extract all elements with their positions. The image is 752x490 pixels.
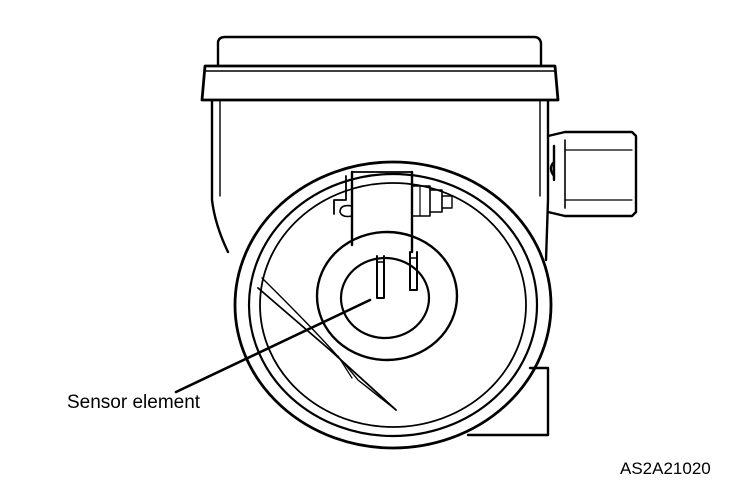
sensor-element — [376, 251, 418, 299]
housing-body — [210, 98, 550, 437]
air-duct-bore — [233, 160, 553, 450]
figure-code: AS2A21020 — [620, 459, 711, 478]
venturi-rings — [315, 230, 459, 362]
duct-internal-ramp — [257, 277, 397, 411]
housing-top-cap — [200, 35, 560, 102]
side-connector — [546, 130, 638, 218]
sensor-element-label: Sensor element — [67, 392, 201, 413]
callout-leader-line — [174, 298, 372, 394]
sensor-bracket — [333, 170, 453, 254]
